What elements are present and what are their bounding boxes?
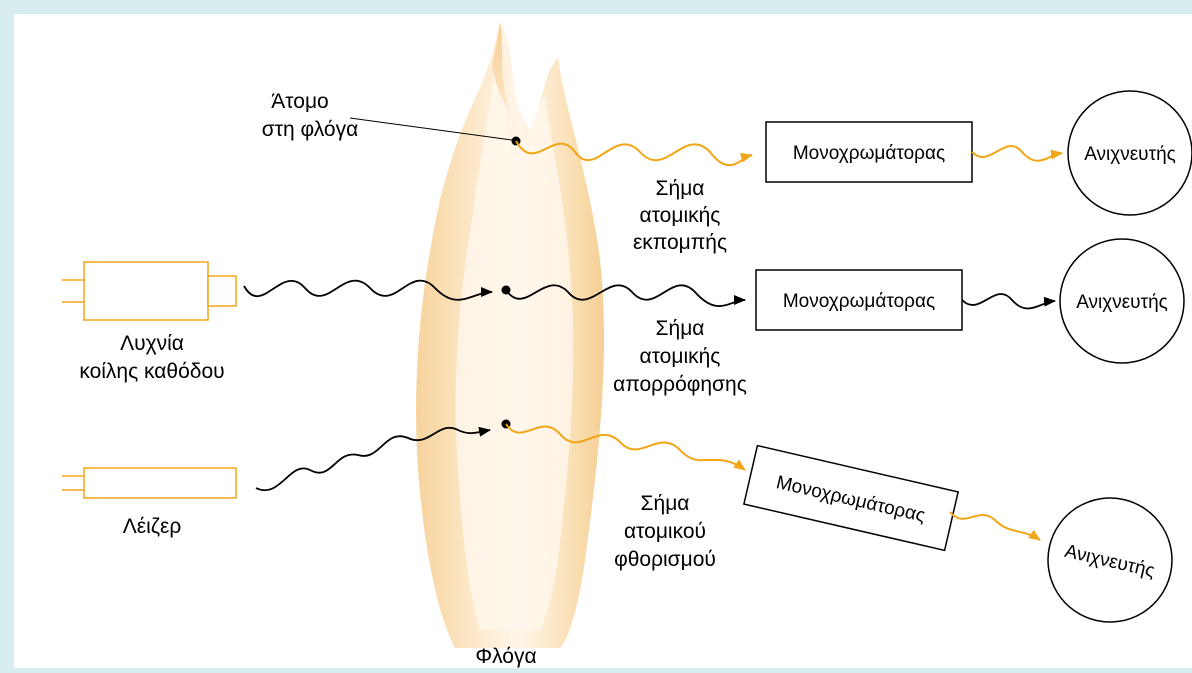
emission-label-line1: Σήμα [656, 177, 705, 200]
detector-label-1: Ανιχνευτής [1084, 144, 1176, 165]
laser-label: Λέιζερ [123, 515, 182, 538]
flame-label: Φλόγα [475, 645, 536, 668]
hcl-label-line1: Λυχνία [120, 332, 184, 355]
absorption-label-line3: απορρόφησης [613, 373, 747, 396]
absorption-label-line1: Σήμα [656, 317, 705, 340]
emission-label-line2: ατομικής [640, 204, 721, 227]
emission-label-line3: εκπομπής [633, 231, 727, 254]
laser-source [62, 468, 236, 498]
monochromator-label-1: Μονοχρωμάτορας [793, 143, 945, 164]
fluorescence-label-line3: φθορισμού [614, 548, 716, 571]
absorption-label-line2: ατομικής [640, 345, 721, 368]
monochromator-label-2: Μονοχρωμάτορας [783, 291, 935, 312]
atom-label-line2: στη φλόγα [262, 118, 359, 141]
hcl-label-line2: κοίλης καθόδου [79, 360, 224, 383]
fluorescence-label-line1: Σήμα [641, 492, 690, 515]
detector-label-2: Ανιχνευτής [1076, 292, 1168, 313]
atom-label-line1: Άτομο [271, 90, 328, 113]
fluorescence-label-line2: ατομικού [624, 520, 706, 543]
